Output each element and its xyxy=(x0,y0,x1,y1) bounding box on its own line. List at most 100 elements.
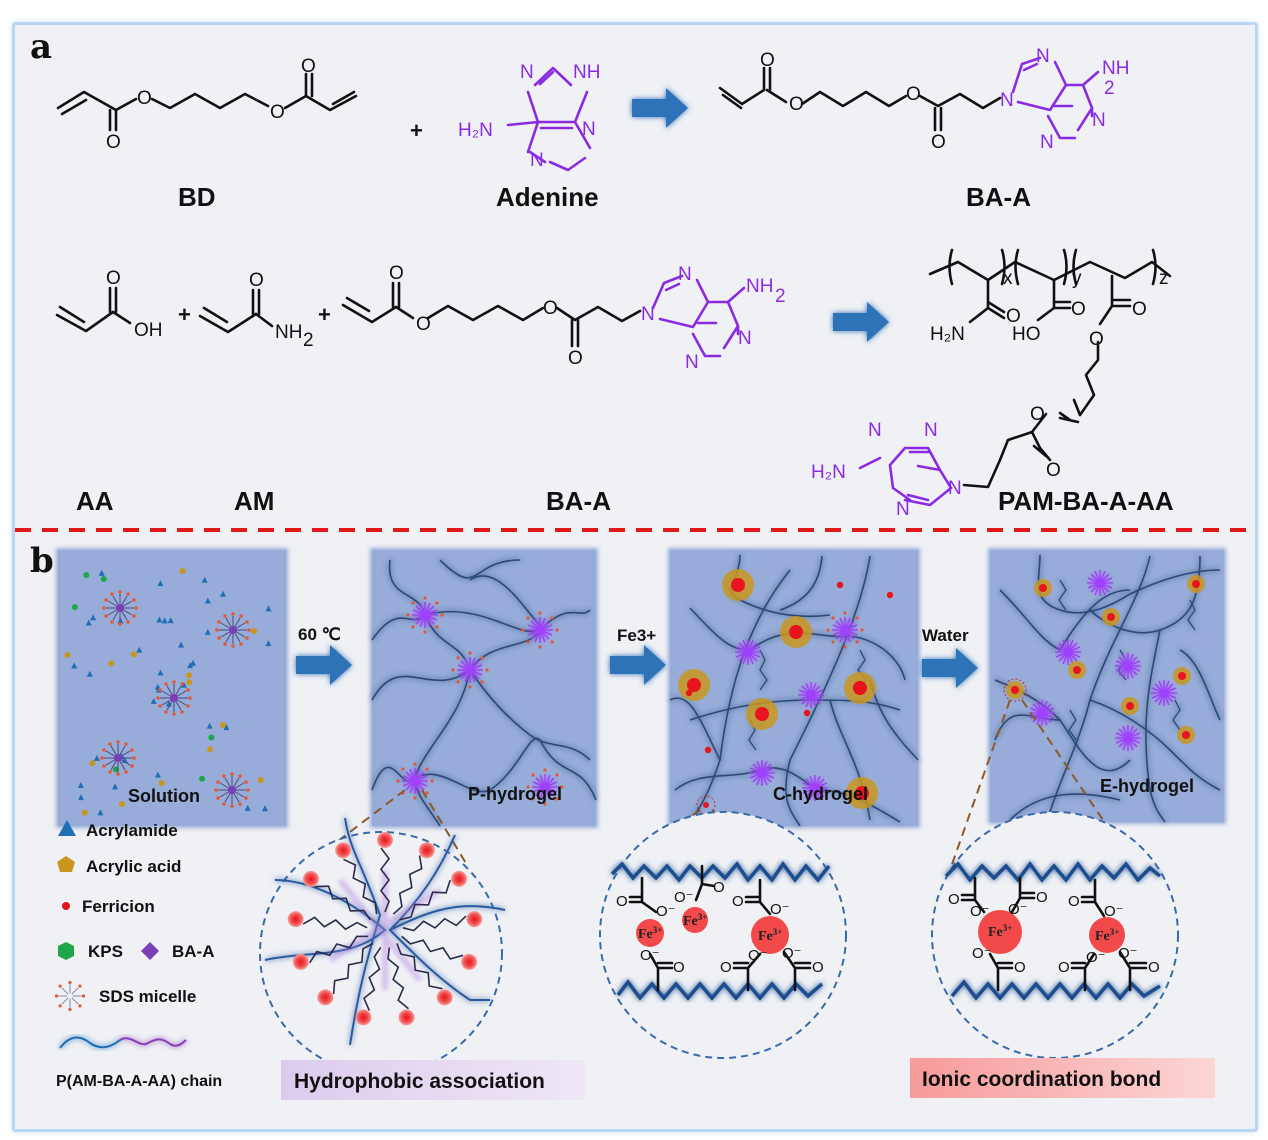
acrylamide-marker xyxy=(136,646,143,653)
legend-label: BA-A xyxy=(172,942,215,961)
atom-o: O xyxy=(1132,299,1147,320)
atom-n: N xyxy=(1036,46,1050,67)
label-am: AM xyxy=(234,486,274,516)
acrylamide-marker xyxy=(201,576,208,583)
plus-sign: + xyxy=(410,118,423,143)
legend-item-kps: KPS xyxy=(58,942,123,961)
atom-n: N xyxy=(1092,110,1106,131)
subscript-x: x xyxy=(1003,268,1013,289)
acrylic-acid-marker xyxy=(219,722,226,729)
acrylamide-marker xyxy=(265,605,272,612)
surfactant-tail xyxy=(302,916,368,931)
hexagon-icon xyxy=(58,942,74,960)
atom-o: O xyxy=(1030,404,1045,425)
surfactant-head xyxy=(466,911,483,928)
aa-molecule: O OH xyxy=(55,268,163,341)
label-ba-a: BA-A xyxy=(966,182,1031,212)
atom-o-minus: O⁻ xyxy=(970,903,990,920)
pentagon-icon xyxy=(57,856,75,872)
zoom-circle-e-hydrogel: Fe3+ Fe3+ O O⁻ O⁻ O O O⁻ O⁻ O O O⁻ O⁻ O xyxy=(931,811,1179,1059)
legend-item-chain: P(AM-BA-A-AA) chain xyxy=(56,1036,222,1090)
acrylamide-marker xyxy=(97,809,104,816)
atom-o: O xyxy=(1046,460,1061,481)
acrylic-acid-marker xyxy=(130,651,137,658)
atom-o: O xyxy=(673,959,685,976)
atom-n: N xyxy=(868,420,882,441)
legend-item-acrylamide: Acrylamide xyxy=(58,820,178,840)
bd-molecule: O O O O xyxy=(56,56,358,153)
atom-o: O xyxy=(106,132,121,153)
label-bd: BD xyxy=(178,182,216,212)
polymer-structure: O O O H₂N HO O O O x y z N N H₂N N N xyxy=(811,248,1172,520)
atom-subscript-2: 2 xyxy=(1104,78,1115,99)
atom-o: O xyxy=(948,891,960,908)
atom-o: O xyxy=(720,959,732,976)
legend: Acrylamide Acrylic acid Ferricion KPS BA… xyxy=(54,820,222,1090)
atom-o: O xyxy=(1006,306,1021,327)
atom-subscript-2: 2 xyxy=(775,286,786,307)
fe3-ion-label: Fe3+ xyxy=(988,923,1012,940)
kps-marker xyxy=(71,604,78,611)
process-arrow xyxy=(610,645,666,685)
acrylamide-marker xyxy=(117,617,124,624)
atom-o: O xyxy=(812,959,824,976)
atom-nh2: NH xyxy=(746,276,773,297)
surfactant-tail xyxy=(309,935,369,964)
atom-n: N xyxy=(1000,90,1014,111)
acrylamide-marker xyxy=(220,590,227,597)
atom-o: O xyxy=(389,263,404,284)
acrylamide-marker xyxy=(85,619,92,626)
legend-label: Acrylamide xyxy=(86,821,178,840)
atom-oh: OH xyxy=(134,320,163,341)
atom-n: N xyxy=(530,150,544,171)
atom-o-minus: O⁻ xyxy=(1008,901,1028,918)
surfactant-head xyxy=(292,953,309,970)
acrylamide-marker xyxy=(78,794,85,801)
ba-a-monomer: O O O O N N N N NH 2 xyxy=(341,263,786,373)
atom-o: O xyxy=(760,50,775,71)
atom-n: N xyxy=(948,478,962,499)
acrylic-acid-marker xyxy=(119,801,126,808)
legend-item-ferricion: Ferricion xyxy=(62,897,155,916)
triangle-icon xyxy=(58,820,76,836)
acrylic-acid-marker xyxy=(251,628,258,635)
c-hydrogel-box xyxy=(668,548,920,828)
atom-h2n: H₂N xyxy=(458,120,493,141)
acrylamide-marker xyxy=(187,662,194,669)
atom-subscript-2: 2 xyxy=(303,330,314,351)
legend-label: SDS micelle xyxy=(99,987,196,1006)
acrylamide-marker xyxy=(157,580,164,587)
atom-n: N xyxy=(685,352,699,373)
zoom-circle-c-hydrogel: Fe3+ Fe3+ Fe3+ O O⁻ O O⁻ O O⁻ O⁻ O O O⁻ … xyxy=(599,811,847,1059)
atom-nh2: NH xyxy=(275,322,302,343)
acrylamide-marker xyxy=(157,669,164,676)
adenine-molecule: N NH N N H₂N xyxy=(458,62,600,172)
acrylamide-marker xyxy=(204,628,211,635)
legend-label: KPS xyxy=(88,942,123,961)
acrylamide-marker xyxy=(150,697,157,704)
acrylamide-marker xyxy=(77,781,84,788)
surfactant-tail xyxy=(379,847,391,913)
acrylamide-marker xyxy=(190,659,197,666)
acrylamide-marker xyxy=(93,754,100,761)
atom-o: O xyxy=(931,132,946,153)
label-adenine: Adenine xyxy=(496,182,599,212)
fe3-ion-label: Fe3+ xyxy=(758,927,782,944)
hydrophobic-association-label: Hydrophobic association xyxy=(294,1070,545,1093)
legend-label: P(AM-BA-A-AA) chain xyxy=(56,1073,222,1090)
acrylamide-marker xyxy=(261,805,268,812)
atom-nh: NH xyxy=(573,62,600,83)
atom-o-minus: O⁻ xyxy=(656,903,676,920)
legend-item-sds-micelle: SDS micelle xyxy=(54,980,196,1012)
surfactant-tail xyxy=(387,947,410,1010)
atom-o: O xyxy=(1058,959,1070,976)
subscript-z: z xyxy=(1159,268,1169,289)
atom-o: O xyxy=(416,314,431,335)
acrylic-acid-marker xyxy=(158,780,165,787)
acrylic-acid-marker xyxy=(257,777,264,784)
atom-o: O xyxy=(1148,959,1160,976)
kps-marker xyxy=(100,575,107,582)
step-label-e-hydrogel: E-hydrogel xyxy=(1100,776,1194,796)
atom-h2n: H₂N xyxy=(930,324,965,345)
